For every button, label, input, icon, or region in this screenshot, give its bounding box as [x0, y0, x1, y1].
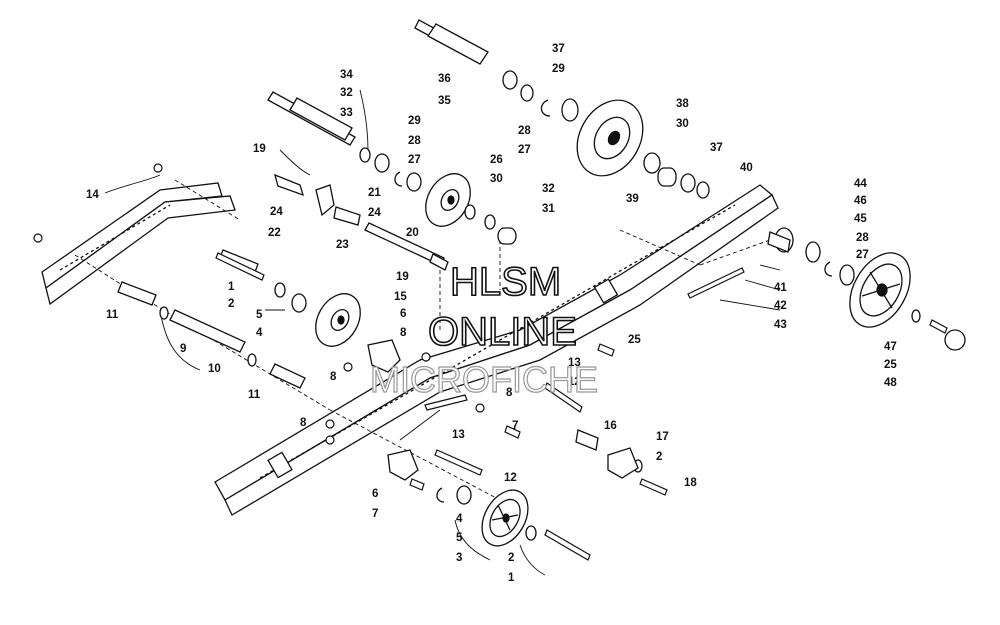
part-label: 13 — [452, 429, 465, 441]
part-label: 44 — [854, 178, 867, 190]
watermark-line-3: MICROFICHE — [370, 359, 598, 400]
part-label: 7 — [512, 420, 518, 432]
part-label: 43 — [774, 319, 787, 331]
part-label: 47 — [884, 341, 897, 353]
part-label: 28 — [408, 135, 421, 147]
right-slide-rail — [214, 184, 779, 516]
part-label: 28 — [856, 232, 869, 244]
part-label: 36 — [438, 73, 451, 85]
snap-rings — [394, 99, 833, 503]
part-label: 8 — [300, 417, 307, 429]
part-label: 8 — [400, 327, 407, 339]
part-label: 42 — [774, 300, 787, 312]
part-label: 40 — [740, 162, 753, 174]
part-label: 9 — [180, 343, 186, 355]
part-label: 12 — [504, 472, 517, 484]
part-label: 15 — [394, 291, 407, 303]
part-label: 2 — [656, 451, 662, 463]
part-label: 6 — [400, 308, 406, 320]
part-label: 20 — [406, 227, 419, 239]
part-label: 23 — [336, 239, 349, 251]
bearings-washers — [159, 70, 966, 541]
idler-wheel-26 — [425, 173, 471, 227]
part-label: 37 — [552, 43, 565, 55]
part-label: 29 — [552, 63, 565, 75]
idler-wheel-3 — [481, 489, 529, 547]
part-label: 1 — [228, 281, 235, 293]
part-label: 34 — [340, 69, 353, 81]
part-labels: 1 2 5 4 11 9 10 11 14 19 24 22 21 24 23 … — [86, 43, 897, 584]
part-label: 32 — [340, 87, 353, 99]
part-label: 10 — [208, 363, 221, 375]
part-label: 48 — [884, 377, 897, 389]
idler-wheel-45 — [849, 252, 911, 328]
left-slide-rail — [41, 182, 236, 306]
part-label: 13 — [568, 357, 581, 369]
part-label: 35 — [438, 95, 451, 107]
bolts — [33, 163, 948, 561]
part-label: 12 — [568, 376, 581, 388]
part-label: 33 — [340, 107, 353, 119]
part-label: 7 — [372, 508, 378, 520]
idler-wheel-15 — [315, 293, 361, 347]
watermark: HLSM ONLINE MICROFICHE — [369, 259, 598, 400]
brackets — [274, 173, 791, 481]
part-label: 30 — [490, 173, 503, 185]
watermark-line-2: ONLINE — [428, 310, 577, 354]
part-label: 8 — [330, 371, 337, 383]
part-label: 24 — [270, 206, 283, 218]
part-label: 26 — [490, 154, 503, 166]
axle-20 — [364, 222, 449, 271]
part-label: 39 — [626, 193, 639, 205]
lower-axles — [117, 249, 306, 389]
part-label: 21 — [368, 187, 381, 199]
part-label: 31 — [542, 203, 555, 215]
part-label: 19 — [253, 143, 266, 155]
part-label: 22 — [268, 227, 281, 239]
part-label: 14 — [86, 189, 99, 201]
part-label: 5 — [256, 309, 263, 321]
part-label: 8 — [506, 387, 513, 399]
part-label: 38 — [676, 98, 689, 110]
part-label: 18 — [684, 477, 697, 489]
part-label: 41 — [774, 282, 787, 294]
part-label: 28 — [518, 125, 531, 137]
part-label: 46 — [854, 195, 867, 207]
part-label: 27 — [408, 154, 421, 166]
part-label: 3 — [456, 552, 462, 564]
part-label: 16 — [604, 420, 617, 432]
part-label: 11 — [248, 389, 261, 401]
part-label: 25 — [884, 359, 897, 371]
watermark-line-1: HLSM — [450, 260, 561, 304]
part-label: 2 — [508, 552, 514, 564]
part-label: 1 — [508, 572, 515, 584]
part-label: 27 — [518, 144, 531, 156]
shaft-34 — [267, 91, 356, 146]
part-label: 29 — [408, 115, 421, 127]
part-label: 2 — [228, 298, 234, 310]
part-label: 19 — [396, 271, 409, 283]
part-label: 25 — [628, 334, 641, 346]
part-label: 24 — [368, 207, 381, 219]
part-label: 4 — [456, 513, 463, 525]
part-label: 30 — [676, 118, 689, 130]
part-label: 27 — [856, 249, 869, 261]
part-label: 5 — [456, 532, 463, 544]
idler-wheel-38 — [576, 99, 644, 177]
part-label: 17 — [656, 431, 669, 443]
part-label: 11 — [106, 309, 119, 321]
part-label: 45 — [854, 213, 867, 225]
upper-shaft — [414, 19, 489, 65]
part-label: 32 — [542, 183, 555, 195]
part-label: 4 — [256, 327, 263, 339]
part-label: 37 — [710, 142, 723, 154]
part-label: 6 — [372, 488, 378, 500]
